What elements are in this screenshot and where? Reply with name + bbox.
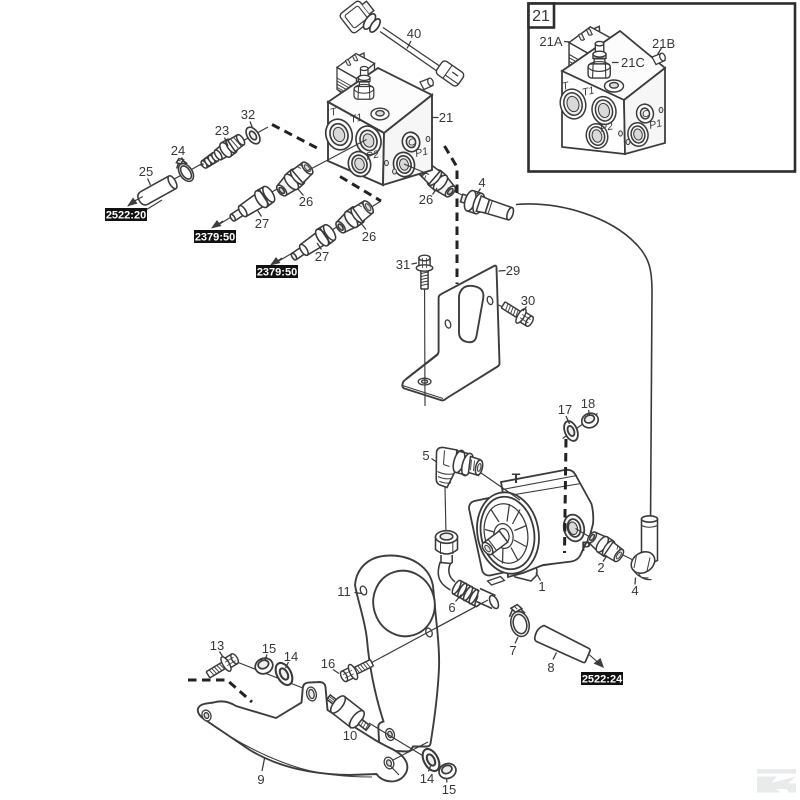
svg-text:P1: P1 xyxy=(414,145,429,160)
svg-text:27: 27 xyxy=(255,216,269,231)
svg-text:C: C xyxy=(408,137,416,149)
svg-text:15: 15 xyxy=(442,782,456,797)
svg-text:24: 24 xyxy=(171,143,185,158)
svg-text:T: T xyxy=(512,470,521,486)
svg-text:2379:50: 2379:50 xyxy=(257,267,297,279)
svg-text:4: 4 xyxy=(478,175,485,190)
svg-text:32: 32 xyxy=(241,107,255,122)
svg-text:40: 40 xyxy=(407,26,421,41)
svg-text:23: 23 xyxy=(215,123,229,138)
svg-text:6: 6 xyxy=(448,600,455,615)
svg-text:P2: P2 xyxy=(599,120,614,135)
svg-text:10: 10 xyxy=(343,728,357,743)
svg-text:11: 11 xyxy=(337,584,351,599)
svg-text:P2: P2 xyxy=(365,148,380,163)
svg-text:2522:20: 2522:20 xyxy=(106,210,146,222)
svg-text:2: 2 xyxy=(597,560,604,575)
svg-text:2522:24: 2522:24 xyxy=(582,674,623,686)
svg-text:14: 14 xyxy=(420,771,434,786)
svg-text:4: 4 xyxy=(631,583,638,598)
svg-text:2379:50: 2379:50 xyxy=(195,232,235,244)
svg-text:18: 18 xyxy=(581,396,595,411)
svg-text:9: 9 xyxy=(257,772,264,787)
svg-text:27: 27 xyxy=(315,249,329,264)
svg-text:T1: T1 xyxy=(349,111,364,125)
svg-text:25: 25 xyxy=(139,164,153,179)
svg-text:26: 26 xyxy=(299,194,313,209)
svg-text:T1: T1 xyxy=(581,84,596,98)
svg-text:21: 21 xyxy=(439,110,453,125)
svg-text:29: 29 xyxy=(506,263,520,278)
svg-text:14: 14 xyxy=(284,649,298,664)
svg-text:T: T xyxy=(561,79,571,92)
svg-text:16: 16 xyxy=(321,656,335,671)
svg-text:21C: 21C xyxy=(621,55,645,70)
svg-text:15: 15 xyxy=(262,641,276,656)
svg-text:31: 31 xyxy=(396,257,410,272)
svg-text:26: 26 xyxy=(419,192,433,207)
svg-text:P1: P1 xyxy=(648,117,663,132)
svg-text:17: 17 xyxy=(558,402,572,417)
svg-text:8: 8 xyxy=(547,660,554,675)
svg-text:26: 26 xyxy=(362,229,376,244)
svg-text:1: 1 xyxy=(538,579,545,594)
svg-text:21B: 21B xyxy=(652,36,675,51)
svg-text:13: 13 xyxy=(210,638,224,653)
svg-text:21A: 21A xyxy=(539,34,562,49)
svg-text:21: 21 xyxy=(532,8,550,25)
svg-text:C: C xyxy=(642,108,650,120)
svg-text:5: 5 xyxy=(422,448,429,463)
svg-text:P: P xyxy=(581,538,590,554)
svg-text:7: 7 xyxy=(509,643,516,658)
svg-text:T: T xyxy=(329,105,339,118)
svg-text:30: 30 xyxy=(521,293,535,308)
